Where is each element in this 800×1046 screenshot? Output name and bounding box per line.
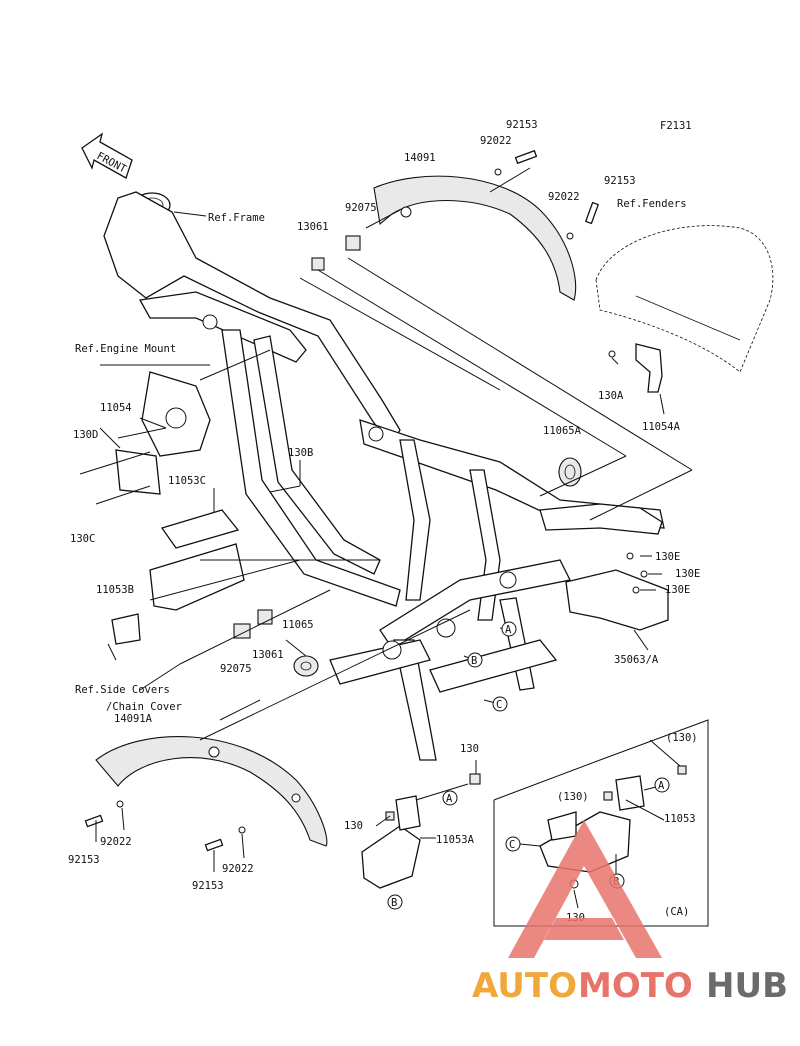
part-130B: 130B: [288, 447, 313, 459]
part-92022-top: 92022: [480, 135, 512, 147]
part-14091A: 14091A: [114, 713, 153, 725]
watermark-auto: AUTO: [472, 966, 577, 1006]
part-130E-2: 130E: [675, 568, 700, 580]
ref-fenders-label: Ref.Fenders: [617, 198, 687, 210]
part-92022-bottom-mid: 92022: [222, 863, 254, 875]
figure-code: F2131: [660, 120, 692, 132]
front-arrow: FRONT: [81, 132, 133, 179]
part-92022-bottom-left: 92022: [100, 836, 132, 848]
part-130D: 130D: [73, 429, 98, 441]
part-11054A: 11054A: [642, 421, 681, 433]
callout-A-frame: A: [505, 624, 512, 636]
plate-11053C: [160, 485, 301, 549]
callout-C-frame: C: [496, 699, 502, 711]
bracket-35063A: [565, 552, 669, 631]
watermark-moto: MOTO: [578, 966, 693, 1006]
part-92153-bottom-left: 92153: [68, 854, 100, 866]
callout-C-box: C: [509, 839, 515, 851]
ref-frame-label: Ref.Frame: [208, 212, 265, 224]
part-92153-top: 92153: [506, 119, 538, 131]
callouts: A B C A B A C B: [387, 621, 670, 910]
part-11065: 11065: [282, 619, 314, 631]
part-130-mid: 130: [460, 743, 479, 755]
ref-chain-cover-label: /Chain Cover: [106, 701, 182, 713]
part-11053: 11053: [664, 813, 696, 825]
bracket-11053A: [361, 795, 421, 889]
engine-mount-bracket-11054: [79, 371, 211, 505]
part-130E-3: 130E: [665, 584, 690, 596]
mid-hardware: [233, 609, 319, 677]
part-11053C: 11053C: [168, 475, 206, 487]
rear-fender-strut-14091A: [95, 736, 328, 847]
callout-A-box: A: [658, 780, 665, 792]
leader-lines: [95, 167, 693, 909]
part-92075-top: 92075: [345, 202, 377, 214]
lower-hardware: [84, 773, 481, 852]
part-92022-right: 92022: [548, 191, 580, 203]
callout-B-11053A: B: [391, 897, 397, 909]
part-13061-mid: 13061: [252, 649, 284, 661]
rear-fender-strut-14091: [373, 175, 577, 301]
part-92075-mid: 92075: [220, 663, 252, 675]
part-92153-bottom-mid: 92153: [192, 880, 224, 892]
watermark: AUTO MOTO HUB: [472, 820, 788, 1006]
part-11053A: 11053A: [436, 834, 475, 846]
part-35063A: 35063/A: [614, 654, 659, 666]
part-130C: 130C: [70, 533, 95, 545]
frame-drawing: [103, 191, 665, 761]
callout-B-frame: B: [471, 655, 477, 667]
hardware-top: [311, 149, 616, 358]
part-130A: 130A: [598, 390, 624, 402]
part-11065A: 11065A: [543, 425, 582, 437]
part-92153-right: 92153: [604, 175, 636, 187]
fender-outline: [595, 225, 774, 373]
part-11053B: 11053B: [96, 584, 134, 596]
part-13061-top: 13061: [297, 221, 329, 233]
part-11054: 11054: [100, 402, 132, 414]
part-130-paren-2: (130): [557, 791, 589, 803]
ca-label: (CA): [664, 906, 689, 918]
callout-A-11053A: A: [446, 793, 453, 805]
bracket-11054A: [635, 343, 663, 393]
part-130-left: 130: [344, 820, 363, 832]
part-labels: Ref.Frame Ref.Fenders Ref.Engine Mount R…: [68, 119, 700, 924]
ref-side-covers-label: Ref.Side Covers: [75, 684, 170, 696]
part-130E-1: 130E: [655, 551, 680, 563]
part-130-paren-1: (130): [666, 732, 698, 744]
part-14091: 14091: [404, 152, 436, 164]
ref-engine-mount-label: Ref.Engine Mount: [75, 343, 176, 355]
watermark-hub: HUB: [706, 966, 788, 1006]
